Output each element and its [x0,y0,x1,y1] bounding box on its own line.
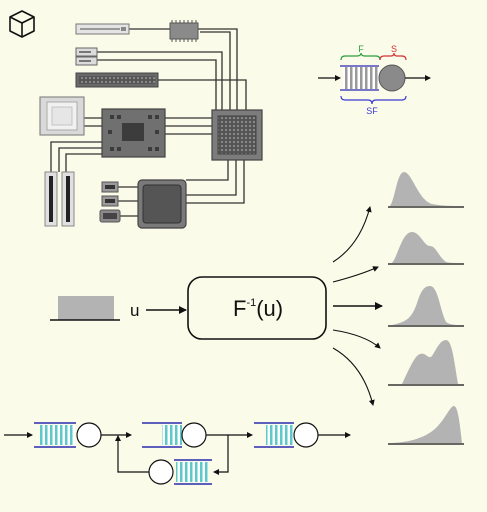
northbridge-chip-icon [211,109,263,161]
box-label-sup: -1 [246,297,256,309]
queue-legend: F S SF [318,44,431,116]
cube-icon[interactable] [9,10,35,38]
queue-node-1 [34,422,102,448]
small-chip-icon [169,20,199,42]
f-label: F [358,44,364,54]
sf-label: SF [366,106,378,116]
queue-network [4,422,351,485]
ports-icon [99,181,121,223]
inverse-function-box [187,276,327,340]
uniform-distribution [50,296,120,321]
queue-node-3 [254,422,319,448]
distribution-4 [388,340,464,386]
s-label: S [391,44,397,54]
cpu-icon [39,96,85,136]
box-label-base: F [233,296,246,321]
box-label-arg: (u) [256,296,283,321]
output-arrows [332,206,383,406]
svg-text:F-1(u): F-1(u) [233,296,283,321]
drive-bays-icon [75,47,98,66]
queue-node-feedback [148,459,212,485]
io-chip-icon [137,179,187,229]
motherboard-wires [50,28,247,217]
distribution-2 [388,232,464,265]
southbridge-chip-icon [101,108,166,158]
input-u-label: u [130,301,139,320]
ram-module-icon [75,72,159,88]
distribution-3 [388,286,464,327]
distribution-1 [388,172,464,208]
distribution-5 [388,406,464,445]
queue-node-2 [142,422,207,448]
optical-drive-icon [75,23,130,35]
pci-slots-icon [44,171,75,227]
